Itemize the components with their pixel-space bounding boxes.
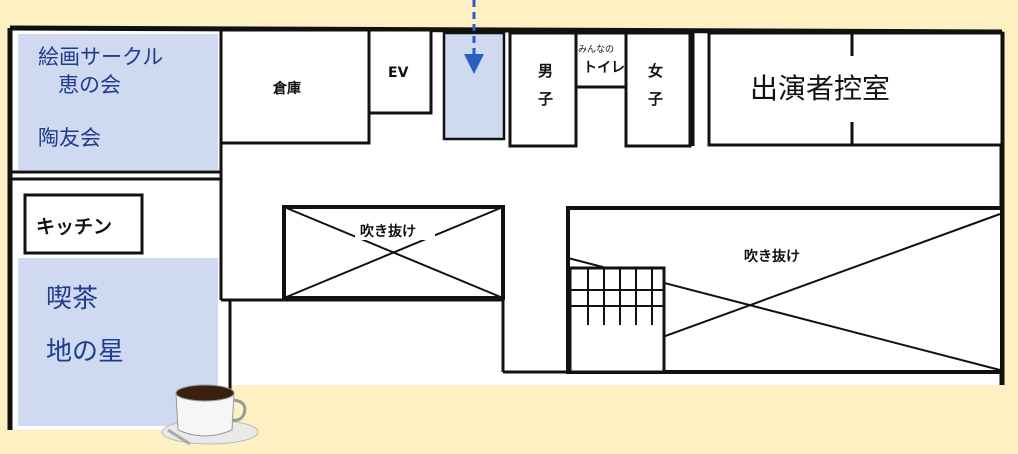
circle-name-line1: 絵画サークル	[38, 45, 163, 69]
performer-room	[707, 31, 1004, 147]
womens-label-line1: 女	[648, 62, 663, 80]
down-arrow-icon	[464, 0, 484, 74]
kitchen-label: キッチン	[36, 216, 112, 238]
left-void	[282, 205, 505, 300]
elevator-label: EV	[388, 65, 409, 81]
performer-room-label: 出演者控室	[750, 72, 890, 105]
shared-restroom-line1: みんなの	[578, 44, 614, 55]
mens-label-line1: 男	[538, 62, 553, 80]
womens-restroom	[624, 31, 692, 148]
stairs-icon	[568, 266, 666, 374]
elevator-room	[367, 28, 433, 115]
right-void-label: 吹き抜け	[744, 248, 800, 265]
cafe-name-line1: 喫茶	[46, 284, 98, 314]
coffee-cup-icon	[161, 384, 259, 446]
circle-name-line2: 恵の会	[58, 73, 121, 97]
storage-room	[219, 28, 371, 145]
mens-label-line2: 子	[538, 90, 553, 108]
kitchen-room	[23, 193, 144, 255]
womens-label-line2: 子	[648, 90, 663, 108]
left-void-label: 吹き抜け	[360, 223, 416, 240]
shared-restroom	[574, 31, 628, 89]
storage-label: 倉庫	[272, 80, 301, 97]
shared-restroom-line2: トイレ	[583, 60, 625, 76]
mens-restroom	[508, 31, 578, 148]
circle-room-highlight	[18, 34, 218, 170]
circle-name-line3: 陶友会	[38, 126, 101, 150]
top-rooms	[219, 28, 1004, 148]
cafe-name-line2: 地の星	[46, 337, 124, 367]
